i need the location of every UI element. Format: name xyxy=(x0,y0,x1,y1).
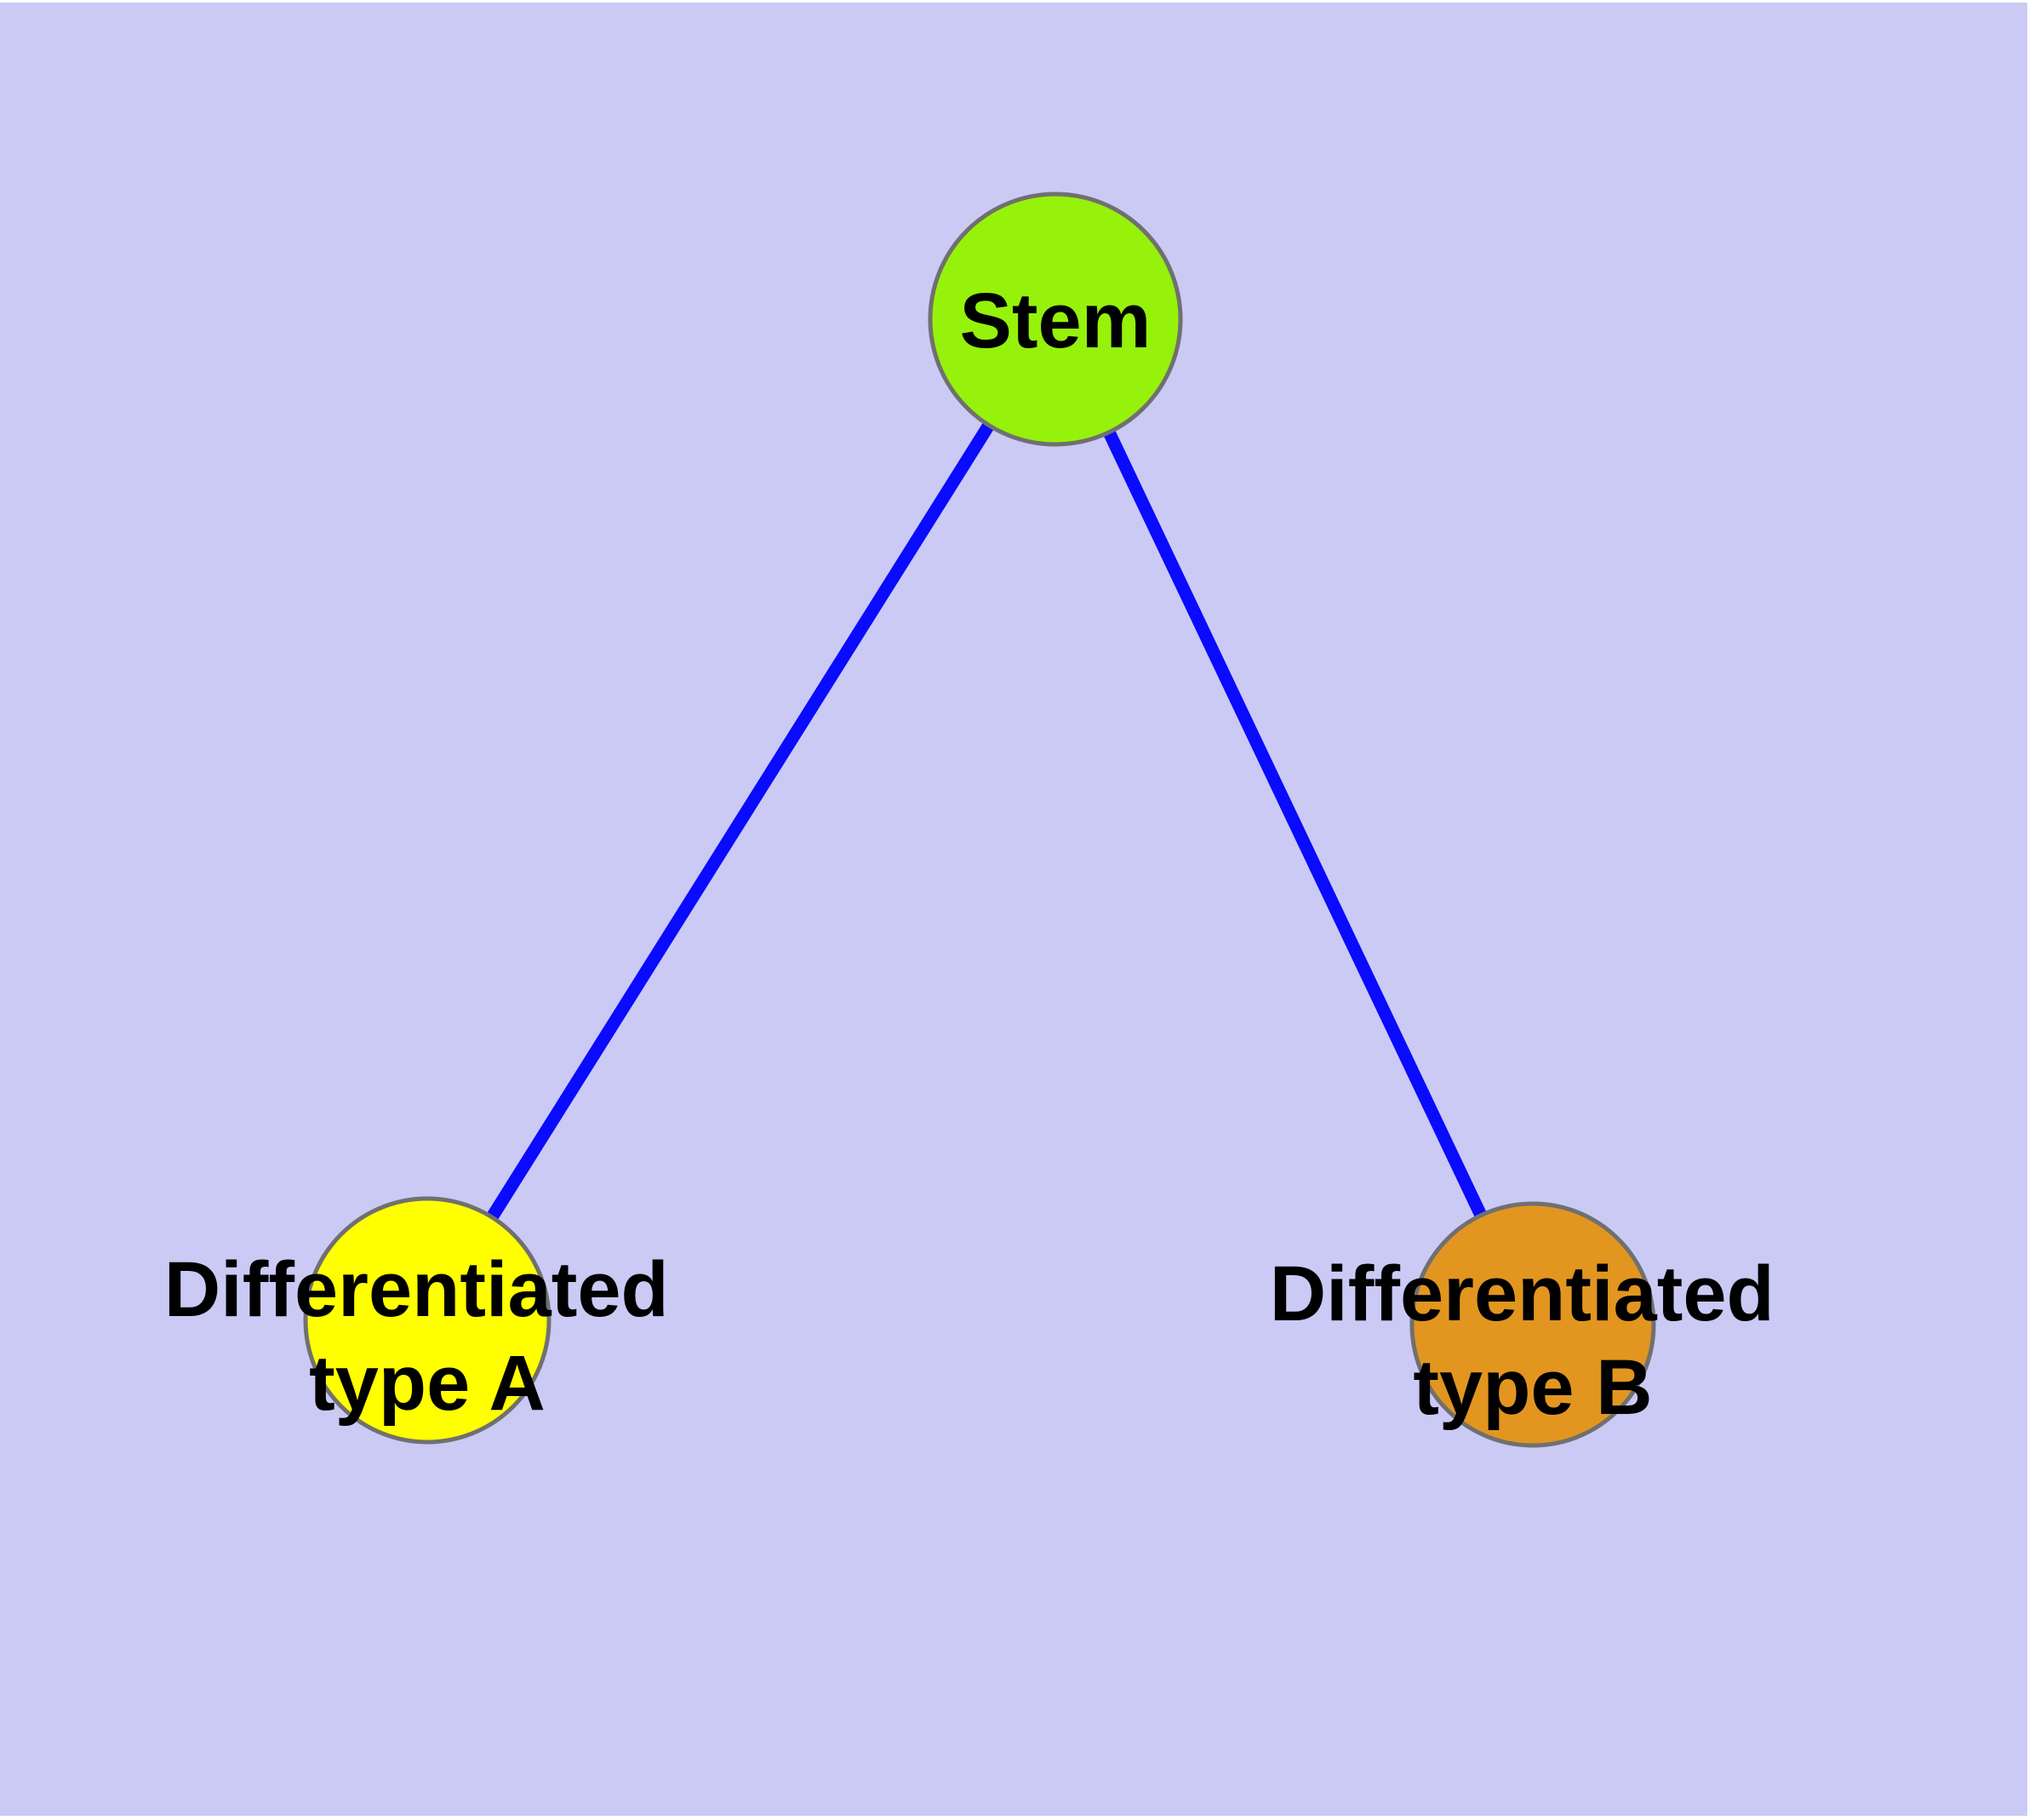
type-a-label-line-2: type A xyxy=(309,1340,546,1427)
type-b-node-label: Differentiated type B xyxy=(1270,1251,1797,1431)
type-b-label-line-2: type B xyxy=(1413,1344,1652,1431)
type-a-node-label: Differentiated type A xyxy=(164,1246,691,1427)
stem-node-label: Stem xyxy=(960,278,1152,364)
edge-stem-to-type-a xyxy=(421,316,1061,1324)
type-a-node[interactable] xyxy=(303,1196,552,1445)
type-b-label-line-1: Differentiated xyxy=(1270,1251,1775,1337)
edge-stem-to-type-b xyxy=(1049,316,1539,1328)
stem-node[interactable] xyxy=(928,192,1183,447)
type-b-node[interactable] xyxy=(1409,1201,1656,1448)
type-a-label-line-1: Differentiated xyxy=(164,1246,669,1333)
